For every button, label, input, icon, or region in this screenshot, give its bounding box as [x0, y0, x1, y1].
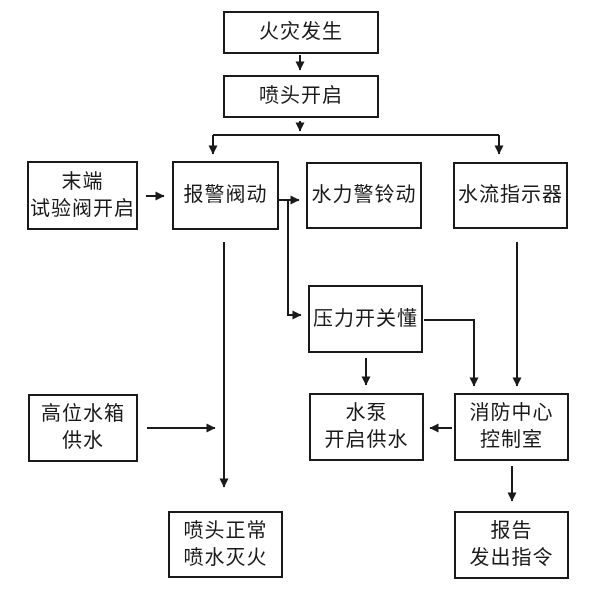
node-pump-start-supply: 水泵 开启供水 [309, 393, 424, 461]
node-fire-occurs: 火灾发生 [223, 11, 379, 54]
node-fire-control-center: 消防中心 控制室 [454, 393, 569, 461]
node-sprinkler-normal-extinguish: 喷头正常 喷水灭火 [168, 511, 283, 578]
node-alarm-valve: 报警阀动 [172, 161, 279, 230]
edge-alarm-valve-to-pressure-switch [287, 200, 302, 320]
node-sprinkler-open: 喷头开启 [223, 75, 379, 118]
edge-pressure-switch-to-fire-center [424, 319, 479, 387]
node-pressure-switch: 压力开关懂 [308, 285, 423, 353]
node-flow-indicator: 水流指示器 [453, 162, 568, 229]
node-report-issue-command: 报告 发出指令 [454, 511, 569, 579]
node-hydraulic-bell: 水力警铃动 [306, 162, 422, 229]
node-end-test-valve: 末端 试验阀开启 [27, 161, 138, 230]
node-high-tank-supply: 高位水箱 供水 [28, 394, 138, 462]
